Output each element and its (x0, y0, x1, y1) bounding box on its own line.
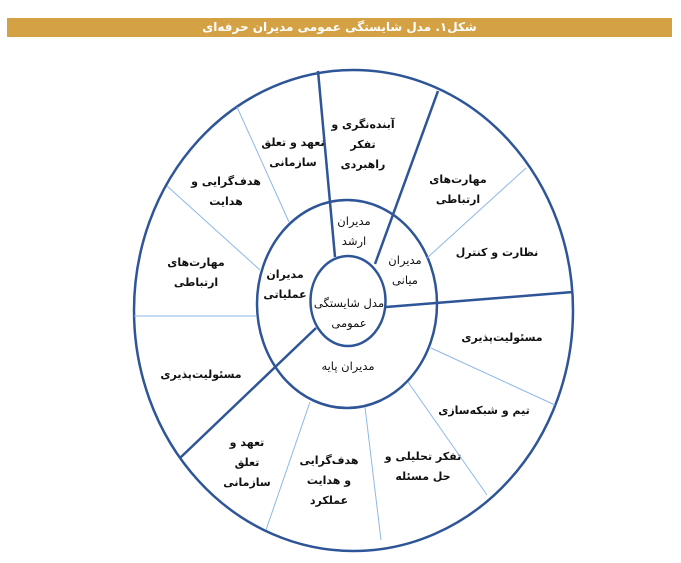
competency-label-line: هدف‌گرایی (299, 454, 359, 467)
competency-label-line: حل مسئله (395, 470, 451, 483)
competency-label-line: تعهد و (229, 436, 265, 449)
level-label-line: مدیران (388, 253, 422, 267)
figure-title-banner: شکل۱. مدل شایستگی عمومی مدیران حرفه‌ای (7, 18, 672, 37)
competency-label-line: سازمانی (269, 156, 317, 169)
competency-label-line: ارتباطی (435, 193, 481, 206)
competency-label-line: تیم و شبکه‌سازی (438, 404, 530, 417)
center-label: مدل شایستگی عمومی (314, 293, 384, 333)
center-label-line: مدل شایستگی (313, 296, 385, 310)
level-label-line: مدیران (266, 268, 304, 281)
competency-supervision-control: نظارت و کنترل (456, 243, 539, 263)
level-label-line: ارشد (341, 234, 367, 248)
inner-ring (309, 254, 387, 348)
competency-label-line: هدایت (209, 195, 243, 208)
competency-label-line: ارتباطی (173, 276, 219, 289)
competency-communication-skills-middle: مهارت‌های ارتباطی (429, 170, 486, 210)
competency-goal-orientation-guidance: هدف‌گرایی و هدایت (191, 172, 261, 212)
figure-title: شکل۱. مدل شایستگی عمومی مدیران حرفه‌ای (202, 20, 477, 34)
competency-label-line: سازمانی (223, 476, 271, 489)
competency-label-line: نظارت و کنترل (455, 246, 539, 259)
competency-label-line: هدف‌گرایی و (191, 175, 261, 188)
competency-label-line: مسئولیت‌پذیری (461, 331, 543, 344)
competency-responsibility-operational: مسئولیت‌پذیری (160, 365, 241, 385)
competency-responsibility-base: مسئولیت‌پذیری (461, 328, 542, 348)
competency-label-line: تفکر تحلیلی و (384, 450, 462, 463)
level-middle-managers: مدیران میانی (388, 250, 421, 290)
level-dividers (179, 70, 574, 459)
outer-ring (132, 68, 575, 553)
level-base-managers: مدیران پایه (321, 356, 374, 376)
level-label-line: عملیاتی (263, 288, 307, 301)
competency-goal-orientation-performance: هدف‌گرایی و هدایت عملکرد (299, 451, 358, 511)
competency-label-line: تفکر (350, 138, 376, 151)
competency-communication-skills-operational: مهارت‌های ارتباطی (167, 253, 224, 293)
competency-label-line: عملکرد (309, 494, 349, 507)
competency-label-line: آبنده‌نگری و (331, 118, 395, 131)
competency-organizational-commitment-upper: تعهد و تعلق سازمانی (261, 133, 324, 173)
competency-teamwork-networking: تیم و شبکه‌سازی (438, 401, 529, 421)
level-operational-managers: مدیران عملیاتی (263, 265, 306, 305)
competency-analytical-problem-solving: تفکر تحلیلی و حل مسئله (385, 447, 461, 487)
level-label-line: مدیران (337, 214, 371, 228)
competency-label-line: راهبردی (340, 158, 386, 171)
competency-label-line: تعلق (234, 456, 260, 469)
competency-label-line: تعهد و تعلق (261, 136, 325, 149)
level-senior-managers: مدیران ارشد (337, 211, 370, 251)
competency-foresight-strategic-thinking: آبنده‌نگری و تفکر راهبردی (331, 115, 394, 175)
competency-label-line: مسئولیت‌پذیری (160, 368, 242, 381)
competency-label-line: و هدایت (306, 474, 352, 487)
competency-organizational-commitment-lower: تعهد و تعلق سازمانی (223, 433, 270, 493)
center-label-line: عمومی (331, 316, 367, 330)
competency-label-line: مهارت‌های (167, 256, 225, 269)
level-label-line: مدیران پایه (321, 359, 375, 373)
competency-dividers (134, 106, 556, 541)
competency-label-line: مهارت‌های (429, 173, 487, 186)
level-label-line: میانی (392, 273, 418, 287)
